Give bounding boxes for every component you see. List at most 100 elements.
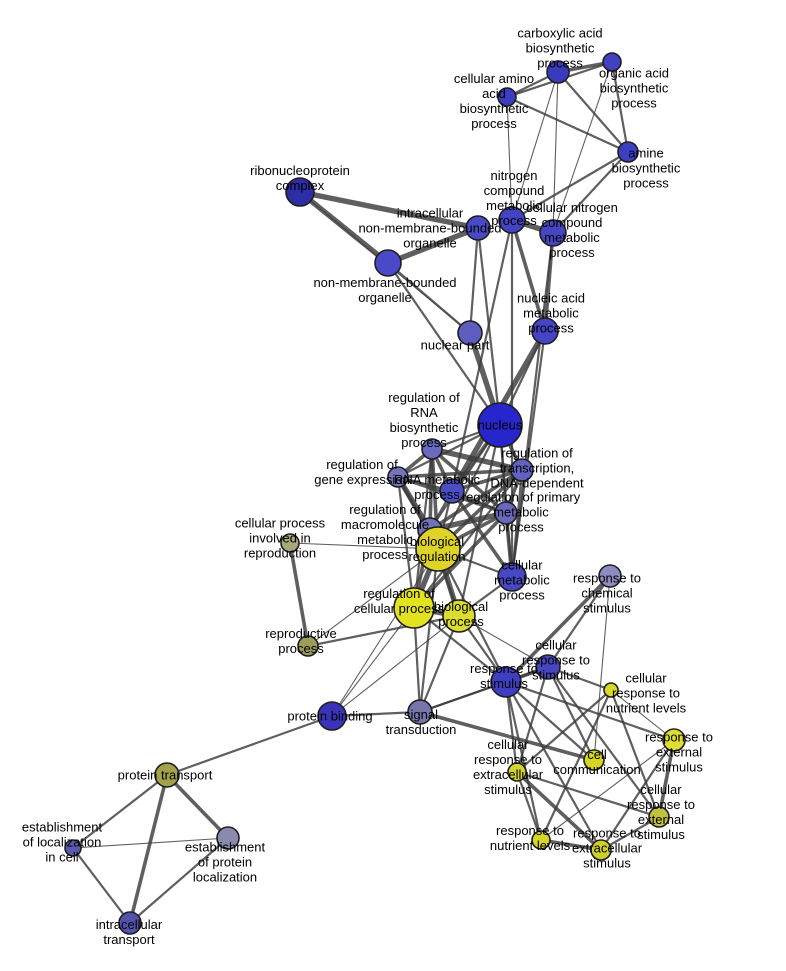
edge-response_external_stimulus--response_nutrient_levels [540,739,675,841]
node-regulation_transcription[interactable] [510,458,534,482]
node-label-protein_binding: protein binding [287,709,372,724]
node-rna_metabolic[interactable] [439,478,465,504]
edge-intracellular_nmb_organelle--nuclear_part [468,226,480,335]
edge-cellular_response_stimulus--cellular_response_extracellular [515,665,550,774]
edge-cellular_amino_acid_biosynthetic--nitrogen_compound_metabolic [506,96,513,221]
node-ribonucleoprotein_complex[interactable] [285,177,315,207]
node-cellular_response_nutrient[interactable] [603,682,619,698]
edge-response_stimulus--response_nutrient_levels [504,680,543,842]
node-response_stimulus[interactable] [490,666,522,698]
edge-regulation_transcription--cellular_metabolic [510,468,524,579]
node-response_external_stimulus[interactable] [662,728,686,752]
edge-biological_regulation--reproductive_process [307,548,439,647]
node-regulation_primary_metabolic[interactable] [494,501,518,525]
node-organic_acid_biosynthetic[interactable] [602,52,622,72]
edge-biological_regulation--cellular_process_reproduction [289,542,439,550]
edge-biological_regulation--signal_transduction [418,547,440,714]
edge-biological_process--protein_binding [331,615,460,717]
node-response_chemical_stimulus[interactable] [598,564,622,588]
edge-biological_regulation--protein_binding [331,548,439,717]
node-nmb_organelle[interactable] [374,249,402,277]
node-reproductive_process[interactable] [297,635,319,657]
node-intracellular_nmb_organelle[interactable] [465,215,491,241]
node-nuclear_part[interactable] [457,320,483,346]
node-response_extracellular_stimulus[interactable] [590,839,612,861]
edge-regulation_cellular_process--protein_binding [331,607,415,717]
edge-cell_communication--signal_transduction [418,710,596,762]
node-regulation_gene_expression[interactable] [387,466,409,488]
edge-biological_process--cellular_response_stimulus [458,615,549,668]
edge-cellular_response_extracellular--cellular_response_external [515,770,661,819]
node-cellular_process_reproduction[interactable] [280,533,300,553]
node-biological_process[interactable] [442,599,476,633]
node-regulation_cellular_process[interactable] [393,587,435,629]
node-cellular_metabolic[interactable] [497,562,527,592]
node-nucleic_acid_metabolic[interactable] [531,317,559,345]
node-carboxylic_acid_biosynthetic[interactable] [546,60,570,84]
edge-cellular_response_nutrient--cellular_response_extracellular [515,688,613,774]
edge-establishment_localization_cell--intracellular_transport [71,846,132,925]
edge-response_external_stimulus--cellular_response_external [657,738,676,819]
edge-cellular_response_nutrient--response_nutrient_levels [539,688,613,842]
node-protein_binding[interactable] [317,701,347,731]
node-establishment_protein_localization[interactable] [216,826,240,850]
edge-nmb_organelle--nuclear_part [386,261,472,335]
edge-cellular_amino_acid_biosynthetic--amine_biosynthetic [505,95,630,154]
edge-cellular_response_nutrient--response_external_stimulus [610,689,675,741]
node-nucleus[interactable] [477,402,523,448]
edge-response_stimulus--response_extracellular_stimulus [504,680,603,852]
node-biological_regulation[interactable] [415,526,461,572]
node-cellular_response_extracellular[interactable] [507,762,527,782]
edge-ribonucleoprotein_complex--intracellular_nmb_organelle [297,189,481,231]
node-cellular_response_stimulus[interactable] [535,654,561,680]
node-cellular_nitrogen_compound_metabolic[interactable] [539,219,567,247]
node-cell_communication[interactable] [583,749,605,771]
edge-organic_acid_biosynthetic--amine_biosynthetic [610,60,630,154]
node-response_nutrient_levels[interactable] [531,830,551,850]
node-layer [64,52,686,935]
edge-response_chemical_stimulus--response_stimulus [504,574,612,684]
node-label-protein_transport: protein transport [118,768,213,783]
edge-regulation_primary_metabolic--regulation_cellular_process [412,511,508,610]
edge-regulation_rna_biosynthetic--regulation_transcription [429,446,525,473]
edge-organic_acid_biosynthetic--cellular_nitrogen_compound_metabolic [552,61,613,234]
node-establishment_localization_cell[interactable] [64,839,82,857]
node-cellular_response_external[interactable] [648,806,670,828]
edge-nitrogen_compound_metabolic--rna_metabolic [450,218,514,493]
edge-establishment_protein_localization--intracellular_transport [128,836,230,925]
edge-intracellular_nmb_organelle--nucleus [476,226,502,427]
node-cellular_amino_acid_biosynthetic[interactable] [497,87,517,107]
node-protein_transport[interactable] [154,762,180,788]
node-regulation_rna_biosynthetic[interactable] [421,438,443,460]
node-intracellular_transport[interactable] [118,911,142,935]
node-amine_biosynthetic[interactable] [617,141,639,163]
edge-cellular_response_extracellular--response_extracellular_stimulus [515,770,603,852]
edge-protein_transport--intracellular_transport [128,773,169,925]
node-nitrogen_compound_metabolic[interactable] [498,206,526,234]
node-signal_transduction[interactable] [407,699,433,725]
